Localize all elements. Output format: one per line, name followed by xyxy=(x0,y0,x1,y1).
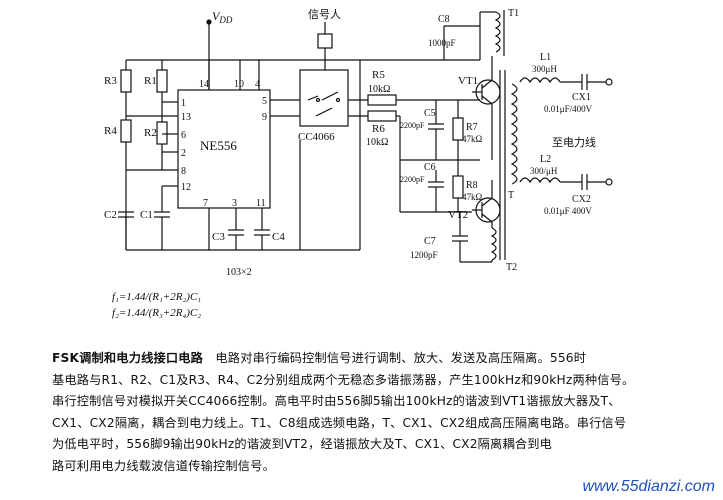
c6-value: 2200pF xyxy=(400,175,425,184)
pin-4-label: 4 xyxy=(255,79,260,90)
caption-line-3: 串行控制信号对模拟开关CC4066控制。高电平时由556脚5输出100kHz的谐… xyxy=(52,394,621,408)
caption-line-5: 为低电平时，556脚9输出90kHz的谐波到VT2，经谐振放大及T、CX1、CX… xyxy=(52,437,552,451)
vt2-label: VT2 xyxy=(448,209,468,221)
pin-1-label: 1 xyxy=(181,98,186,109)
formula-f2: f₂=1.44/(R₃+2R₄)C₂ xyxy=(112,307,201,319)
pin-11-label: 11 xyxy=(256,198,266,209)
c4-label: C4 xyxy=(272,231,285,243)
t-label: T xyxy=(508,190,514,201)
signal-in-label: 信号人 xyxy=(308,8,341,21)
vt1-label: VT1 xyxy=(458,75,478,87)
r8-label: R8 xyxy=(466,180,478,191)
c5-label: C5 xyxy=(424,108,436,119)
c6-label: C6 xyxy=(424,162,436,173)
circuit-diagram: NE556 VDD 14 10 4 R3 R4 R1 R2 1 13 6 2 8… xyxy=(104,8,613,319)
pin-5-label: 5 xyxy=(262,96,267,107)
vdd-label: VDD xyxy=(212,9,233,25)
cx1-value: 0.01μF/400V xyxy=(544,104,593,114)
r5-value: 10kΩ xyxy=(368,84,390,95)
watermark: www.55dianzi.com xyxy=(582,478,716,495)
l2-label: L2 xyxy=(540,154,551,165)
l2-value: 300/μH xyxy=(530,166,558,176)
pin-13-label: 13 xyxy=(181,112,191,123)
c1-label: C1 xyxy=(140,209,153,221)
r8-value: 47kΩ xyxy=(462,192,483,202)
pin-10-label: 10 xyxy=(234,79,244,90)
pin-6-label: 6 xyxy=(181,130,186,141)
caption-line-1-text: 电路对串行编码控制信号进行调制、放大、发送及高压隔离。556时 xyxy=(203,351,587,365)
cx2-label: CX2 xyxy=(572,194,591,205)
r6-value: 10kΩ xyxy=(366,137,388,148)
caption-line-1: FSK调制和电力线接口电路 电路对串行编码控制信号进行调制、放大、发送及高压隔离… xyxy=(52,348,712,370)
cap-note: 103×2 xyxy=(226,267,252,278)
ne556-label: NE556 xyxy=(200,138,237,153)
t2-label: T2 xyxy=(506,262,517,273)
c7-value: 1200pF xyxy=(410,250,438,260)
c5-value: 2200pF xyxy=(400,121,425,130)
c3-label: C3 xyxy=(212,231,225,243)
pin-7-label: 7 xyxy=(203,198,208,209)
caption-line-2: 基电路与R1、R2、C1及R3、R4、C2分别组成两个无稳态多谐振荡器，产生10… xyxy=(52,372,635,387)
pin-2-label: 2 xyxy=(181,148,186,159)
c8-value: 1000pF xyxy=(428,38,456,48)
ne556-ic xyxy=(177,89,271,209)
r3-label: R3 xyxy=(104,75,117,87)
pin-12-label: 12 xyxy=(181,182,191,193)
c2-label: C2 xyxy=(104,209,117,221)
c7-label: C7 xyxy=(424,236,436,247)
caption: FSK调制和电力线接口电路 电路对串行编码控制信号进行调制、放大、发送及高压隔离… xyxy=(52,348,712,477)
cc4066-switch xyxy=(299,69,349,127)
r5-label: R5 xyxy=(372,69,385,81)
r7-value: 47kΩ xyxy=(462,134,483,144)
caption-line-6: 路可利用电力线载波信道传输控制信号。 xyxy=(52,458,275,473)
caption-line-4: CX1、CX2隔离，耦合到电力线上。T1、C8组成选频电路，T、CX1、CX2组… xyxy=(52,415,627,430)
powerline-label: 至电力线 xyxy=(552,135,596,149)
l1-value: 300μH xyxy=(532,64,557,74)
t1-label: T1 xyxy=(508,8,519,19)
r2-label: R2 xyxy=(144,127,157,139)
c8-label: C8 xyxy=(438,14,450,25)
pin-3-label: 3 xyxy=(232,198,237,209)
r6-label: R6 xyxy=(372,123,385,135)
pin-9-label: 9 xyxy=(262,112,267,123)
r7-label: R7 xyxy=(466,122,478,133)
pin-8-label: 8 xyxy=(181,166,186,177)
schematic-svg: NE556 VDD 14 10 4 R3 R4 R1 R2 1 13 6 2 8… xyxy=(104,8,613,319)
formula-f1: f₁=1.44/(R₁+2R₂)C₁ xyxy=(112,291,201,303)
pin-14-label: 14 xyxy=(199,79,209,90)
r4-label: R4 xyxy=(104,125,117,137)
l1-label: L1 xyxy=(540,52,551,63)
caption-title: FSK调制和电力线接口电路 xyxy=(52,351,204,365)
cx2-value: 0.01μF 400V xyxy=(544,206,592,216)
cx1-label: CX1 xyxy=(572,92,591,103)
cc4066-label: CC4066 xyxy=(298,131,335,143)
r1-label: R1 xyxy=(144,75,157,87)
